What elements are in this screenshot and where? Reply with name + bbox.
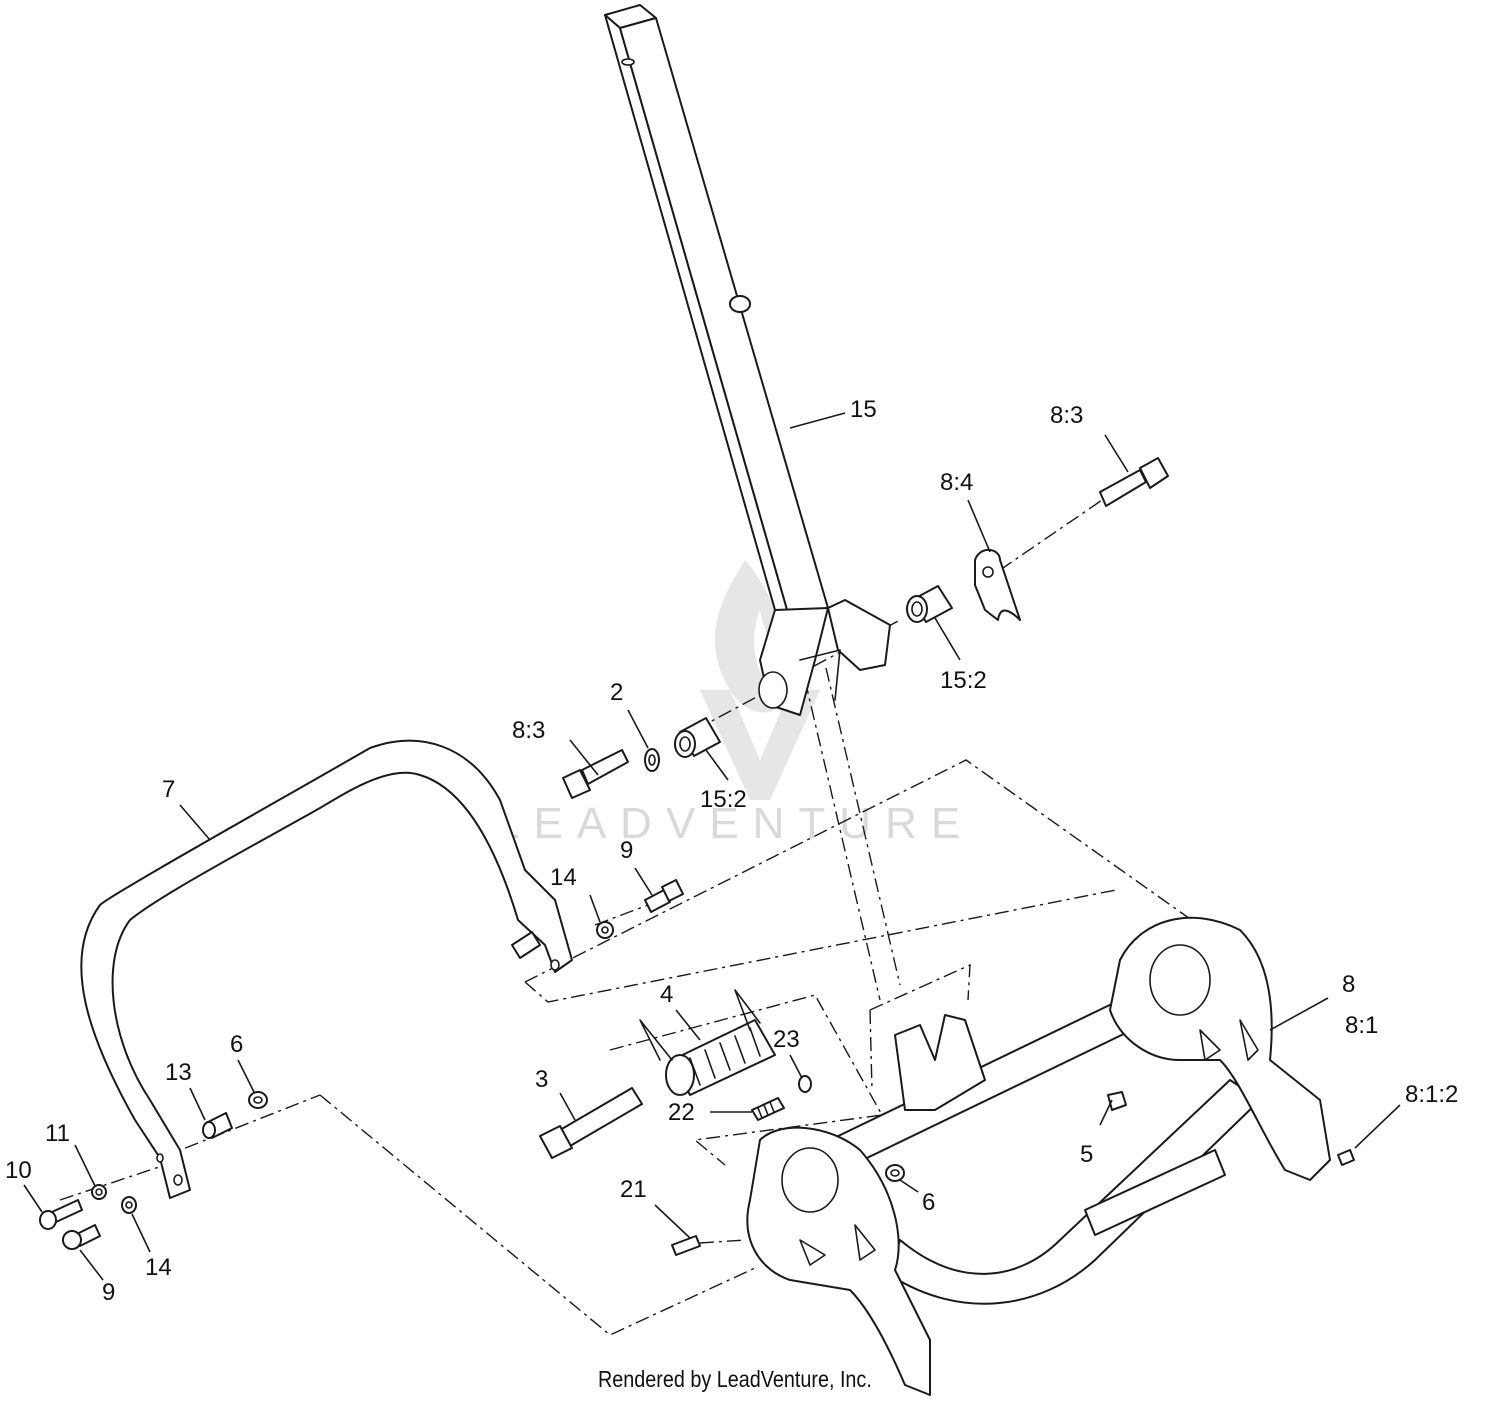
leader-lines — [23, 412, 1401, 1281]
part-2-washer — [644, 748, 660, 772]
part-6-nut-left — [248, 1091, 268, 1109]
part-8-3-bolt-top — [1099, 457, 1169, 507]
part-8-3-bolt-left — [562, 749, 629, 799]
part-8-frame-assembly — [746, 916, 1331, 1396]
callout-3: 3 — [535, 1066, 548, 1093]
part-15-steering-tube — [604, 4, 891, 716]
watermark-text: LEADVENTURE — [495, 799, 974, 848]
part-7-handle-bar — [80, 739, 573, 1199]
callout-8-4: 8:4 — [940, 469, 973, 496]
callout-6-left: 6 — [230, 1031, 243, 1058]
callout-2: 2 — [610, 679, 623, 706]
callout-8-3-left: 8:3 — [512, 717, 545, 744]
callout-14-bottom: 14 — [145, 1254, 172, 1281]
part-4-spring — [639, 989, 776, 1096]
part-15-2-bushing-left — [674, 717, 721, 758]
callout-9-bottom: 9 — [102, 1279, 115, 1306]
part-3-pivot-bolt — [539, 1087, 643, 1159]
part-10-bolt — [39, 1199, 83, 1230]
part-22-small-spring — [751, 1097, 785, 1121]
alignment-lines — [59, 497, 1256, 1336]
callout-8-1-2: 8:1:2 — [1405, 1081, 1458, 1108]
callout-14-top: 14 — [550, 864, 577, 891]
callout-7: 7 — [162, 776, 175, 803]
part-23-nut — [798, 1075, 812, 1093]
callout-8-3-top: 8:3 — [1050, 402, 1083, 429]
callout-21: 21 — [620, 1176, 647, 1203]
part-8-1-2-pin — [1337, 1149, 1355, 1166]
callouts: 15 8:3 8:4 15:2 2 8:3 15:2 7 9 14 4 23 8… — [5, 396, 1458, 1306]
callout-15: 15 — [850, 396, 877, 423]
part-9-bolt-top — [644, 879, 684, 913]
part-11-washer — [91, 1184, 107, 1200]
part-9-bolt-bottom — [62, 1224, 101, 1250]
part-14-spacer-bottom — [121, 1196, 137, 1214]
callout-8-1: 8:1 — [1345, 1012, 1378, 1039]
footer-credit: Rendered by LeadVenture, Inc. — [598, 1366, 872, 1392]
part-5-grease-fitting — [1107, 1091, 1127, 1111]
callout-10: 10 — [5, 1157, 32, 1184]
callout-4: 4 — [660, 981, 673, 1008]
callout-13: 13 — [165, 1059, 192, 1086]
part-8-4-plate — [974, 548, 1021, 621]
callout-9-top: 9 — [620, 837, 633, 864]
callout-15-2-left: 15:2 — [700, 786, 747, 813]
part-13-bushing — [202, 1112, 233, 1139]
callout-23: 23 — [773, 1026, 800, 1053]
callout-15-2-right: 15:2 — [940, 667, 987, 694]
callout-5: 5 — [1080, 1141, 1093, 1168]
callout-22: 22 — [668, 1099, 695, 1126]
part-14-spacer-top — [596, 921, 614, 939]
watermark-logo — [700, 560, 820, 800]
callout-11: 11 — [45, 1120, 70, 1147]
part-21-pin — [671, 1235, 701, 1256]
part-15-2-bushing-right — [906, 585, 953, 623]
callout-8: 8 — [1342, 971, 1355, 998]
tube-slot — [621, 58, 635, 66]
part-6-nut-right — [885, 1164, 905, 1182]
tube-boss — [729, 295, 751, 313]
callout-6-right: 6 — [922, 1189, 935, 1216]
